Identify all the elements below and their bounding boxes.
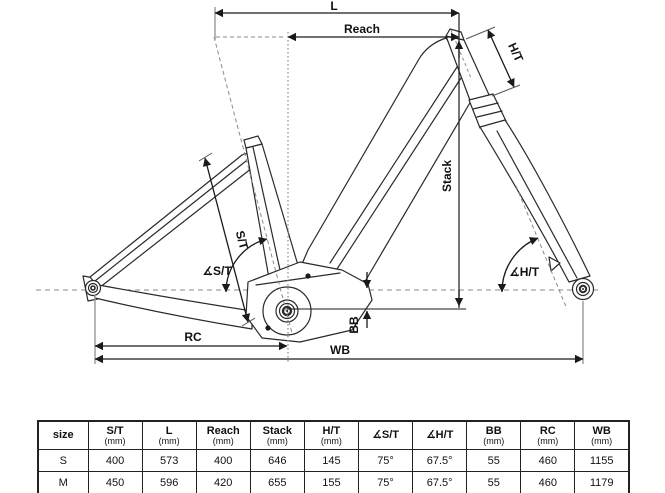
- cell: 420: [195, 471, 251, 493]
- cell: 1155: [574, 449, 630, 472]
- cell: 596: [141, 471, 197, 493]
- geometry-table: size S/T(mm) L(mm) Reach(mm) Stack(mm) H…: [37, 420, 630, 493]
- dim-label-angle-st: ∡S/T: [202, 264, 232, 278]
- ht-extension-bottom: [491, 84, 521, 97]
- col-header-l: L(mm): [141, 420, 197, 450]
- cell: 450: [87, 471, 143, 493]
- cell: 460: [520, 449, 576, 472]
- cell: 400: [87, 449, 143, 472]
- front-axle: [571, 277, 595, 301]
- header-row: size S/T(mm) L(mm) Reach(mm) Stack(mm) H…: [37, 420, 630, 450]
- down-tube-line2: [336, 77, 462, 270]
- dim-label-bb: BB: [347, 316, 361, 334]
- fork-tab: [548, 256, 561, 272]
- cell: 155: [303, 471, 359, 493]
- col-header-ht: H/T(mm): [303, 420, 359, 450]
- dim-angle-ht-arc: [497, 237, 539, 293]
- dim-label-st: S/T: [233, 229, 252, 251]
- cell: 573: [141, 449, 197, 472]
- seat-tube-line: [252, 146, 283, 280]
- cell: 145: [303, 449, 359, 472]
- col-header-angle-st: ∡S/T: [357, 420, 414, 450]
- cell: 655: [249, 471, 305, 493]
- motor-top-line: [255, 272, 341, 286]
- seat-stay-line: [94, 160, 247, 282]
- cell: S: [37, 449, 89, 472]
- cell: 646: [249, 449, 305, 472]
- seat-clamp: [243, 135, 263, 149]
- chain-stay: [92, 283, 253, 330]
- table-row-size-s: S 400 573 400 646 145 75° 67.5° 55 460 1…: [37, 449, 630, 472]
- dim-label-ht: H/T: [505, 41, 526, 65]
- fork-blade-line: [496, 130, 578, 279]
- st-tick-top: [198, 152, 213, 162]
- rear-axle: [84, 279, 102, 297]
- col-header-angle-ht: ∡H/T: [412, 420, 468, 450]
- cell: 75°: [357, 449, 414, 472]
- col-header-stack: Stack(mm): [249, 420, 305, 450]
- col-header-wb: WB(mm): [574, 420, 630, 450]
- cell: 55: [466, 449, 522, 472]
- cell: 67.5°: [412, 471, 468, 493]
- bike-geometry-diagram: L Reach H/T Stack S/T ∡S/T ∡H/T BB RC WB: [36, 0, 598, 364]
- dimension-lines: [94, 8, 584, 364]
- cell: 55: [466, 471, 522, 493]
- cell: 400: [195, 449, 251, 472]
- cell: 1179: [574, 471, 630, 493]
- head-tube-axis-lower: [515, 185, 568, 310]
- col-header-reach: Reach(mm): [195, 420, 251, 450]
- col-header-size: size: [37, 420, 89, 450]
- dim-label-reach: Reach: [344, 22, 380, 36]
- geometry-table-container: size S/T(mm) L(mm) Reach(mm) Stack(mm) H…: [37, 420, 630, 493]
- ht-extension-top: [465, 26, 496, 40]
- col-header-rc: RC(mm): [520, 420, 576, 450]
- dim-label-angle-ht: ∡H/T: [509, 265, 540, 279]
- dim-label-l: L: [330, 0, 337, 13]
- dim-angle-st-arc: [221, 236, 268, 293]
- col-header-bb: BB(mm): [466, 420, 522, 450]
- fork-crown-band1: [472, 102, 499, 110]
- motor-bolt-2: [305, 273, 311, 279]
- fork-crown-band2: [476, 110, 503, 118]
- dim-label-rc: RC: [184, 330, 202, 344]
- cell: 67.5°: [412, 449, 468, 472]
- crank-assembly: [262, 273, 312, 336]
- dim-ht: [487, 29, 515, 88]
- dim-label-wb: WB: [330, 343, 350, 357]
- dim-label-stack: Stack: [440, 160, 454, 192]
- cell: M: [37, 471, 89, 493]
- col-header-st: S/T(mm): [87, 420, 143, 450]
- table-row-size-m: M 450 596 420 655 155 75° 67.5° 55 460 1…: [37, 471, 630, 493]
- seat-tube-axis: [213, 36, 293, 334]
- motor-bolt-1: [265, 325, 271, 331]
- seat-tube: [245, 143, 301, 285]
- cell: 75°: [357, 471, 414, 493]
- bike-frame: [82, 28, 591, 343]
- down-tube-line1: [329, 66, 458, 264]
- cell: 460: [520, 471, 576, 493]
